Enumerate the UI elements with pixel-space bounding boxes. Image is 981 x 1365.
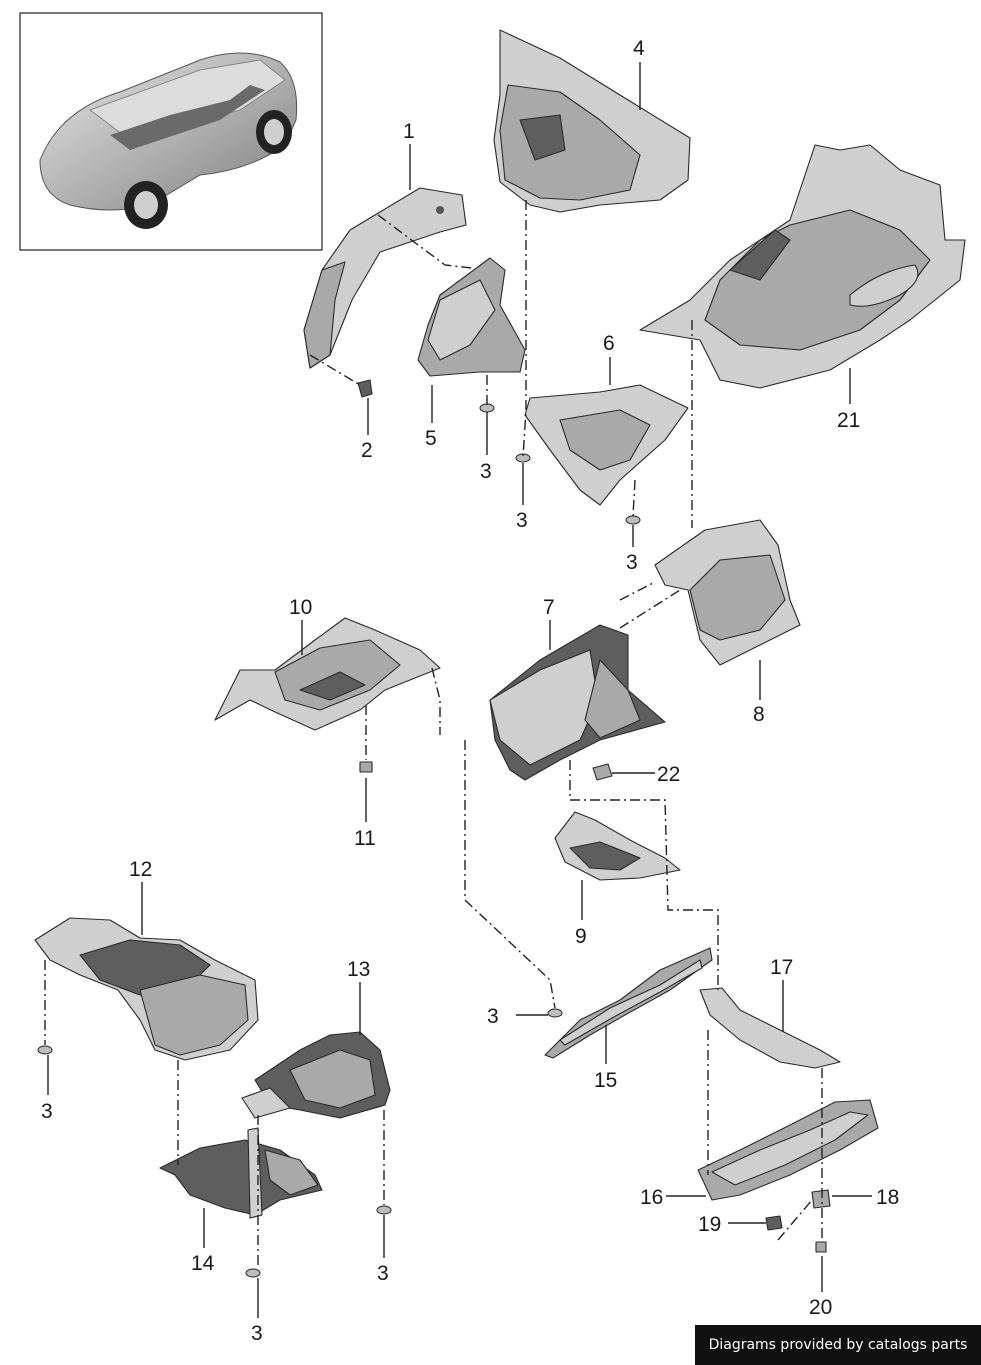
label-part-21: 21 [837, 409, 860, 432]
label-part-12: 12 [129, 858, 152, 881]
label-part-6: 6 [603, 332, 615, 355]
part-13-heat-shield [241, 1031, 391, 1119]
vehicle-inset [19, 12, 323, 251]
leader-lines [47, 62, 872, 1318]
label-part-9: 9 [575, 925, 587, 948]
label-part-2: 2 [361, 439, 373, 462]
part-15-heat-shield [544, 947, 713, 1059]
label-part-19: 19 [698, 1213, 721, 1236]
part-5-heat-shield [417, 257, 526, 377]
label-part-7: 7 [543, 596, 555, 619]
label-part-13: 13 [347, 958, 370, 981]
label-part-11: 11 [354, 827, 376, 850]
label-part-5: 5 [425, 427, 437, 450]
part-16-heat-shield [697, 1099, 879, 1201]
part-10-heat-shield [214, 617, 441, 731]
label-part-16: 16 [640, 1186, 663, 1209]
part-20-bolt [815, 1241, 827, 1253]
label-part-14: 14 [191, 1252, 215, 1275]
label-part-8: 8 [753, 703, 765, 726]
part-18-clip [811, 1189, 831, 1209]
label-part-22: 22 [657, 763, 680, 786]
label-part-3: 3 [251, 1322, 263, 1345]
label-part-3: 3 [487, 1005, 499, 1028]
part-labels: 1 2 3 3 3 3 3 3 3 4 5 6 7 8 9 10 11 12 1… [41, 37, 899, 1345]
label-part-3: 3 [377, 1262, 389, 1285]
label-part-3: 3 [626, 551, 638, 574]
label-part-3: 3 [480, 460, 492, 483]
part-1-heat-shield [303, 187, 467, 369]
part-11-bolt [359, 761, 373, 773]
part-9-heat-shield [554, 811, 681, 881]
label-part-15: 15 [594, 1069, 617, 1092]
label-part-18: 18 [876, 1186, 899, 1209]
part-19-clip [765, 1215, 783, 1231]
part-4-heat-shield [493, 29, 691, 213]
part-12-heat-shield [34, 917, 259, 1061]
label-part-4: 4 [633, 37, 645, 60]
label-part-10: 10 [289, 596, 312, 619]
part-6-heat-shield [524, 384, 689, 506]
assembly-lines [44, 200, 823, 1268]
part-17-heat-shield [699, 987, 841, 1069]
footer-credit: Diagrams provided by catalogs parts [695, 1325, 981, 1365]
label-part-3: 3 [516, 509, 528, 532]
part-8-heat-shield [654, 519, 801, 666]
label-part-3: 3 [41, 1100, 53, 1123]
part-2-clip [357, 379, 373, 398]
washers [37, 403, 641, 1278]
label-part-17: 17 [770, 956, 793, 979]
part-21-heat-shield [639, 144, 966, 389]
label-part-1: 1 [403, 120, 415, 143]
part-14-heat-shield [159, 1127, 323, 1219]
label-part-20: 20 [809, 1296, 832, 1319]
part-22-clip [592, 763, 613, 781]
part-7-heat-shield [489, 624, 666, 781]
